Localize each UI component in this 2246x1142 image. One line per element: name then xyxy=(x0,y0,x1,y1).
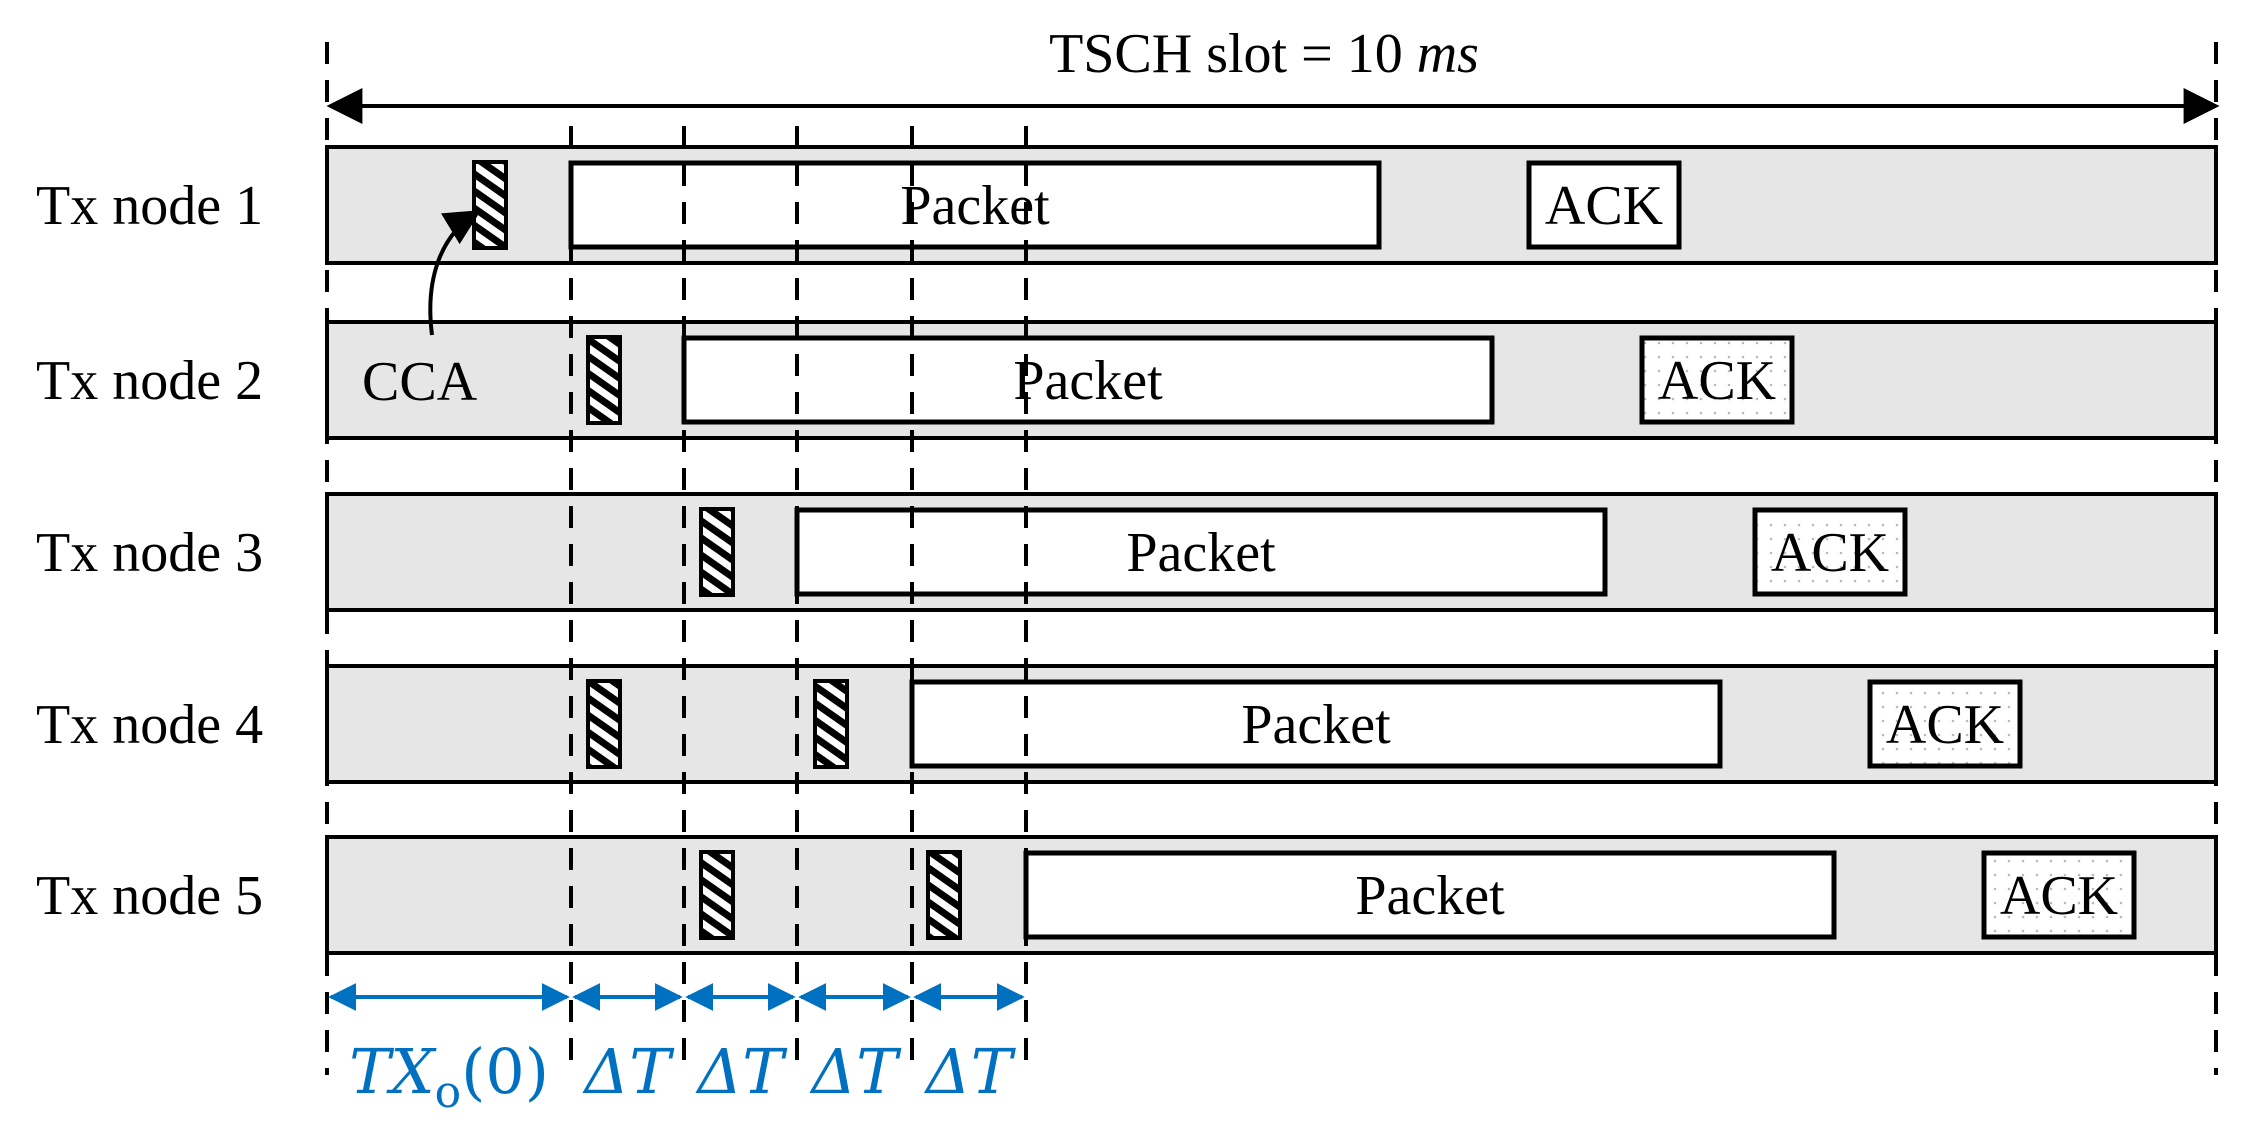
interval-5: ΔT xyxy=(913,983,1025,1108)
interval-3: ΔT xyxy=(685,983,796,1108)
cca-block xyxy=(586,679,622,769)
slot-title: TSCH slot = 10 ms xyxy=(1049,23,1479,85)
ack-box xyxy=(1867,679,2023,769)
slot-title-unit: ms xyxy=(1417,23,1479,85)
node-lane-3: Tx node 3 Packet ACK xyxy=(36,492,2218,612)
cca-block xyxy=(586,335,622,425)
interval-label: ΔT xyxy=(924,1035,1017,1108)
node-lane-4: Tx node 4 Packet ACK xyxy=(36,664,2218,784)
cca-block xyxy=(926,850,962,940)
ack-label: ACK xyxy=(2000,865,2118,927)
cca-annotation: CCA xyxy=(362,210,482,413)
ack-box xyxy=(1639,335,1795,425)
slot-span: TSCH slot = 10 ms xyxy=(326,23,2220,124)
packet-label: Packet xyxy=(1013,350,1163,412)
ack-label: ACK xyxy=(1771,522,1889,584)
ack-label: ACK xyxy=(1658,350,1776,412)
interval-1: TXo(0) xyxy=(328,983,570,1118)
packet-box xyxy=(681,335,1495,425)
interval-label: ΔT xyxy=(695,1035,788,1108)
packet-label: Packet xyxy=(1126,522,1276,584)
ack-box xyxy=(1526,160,1682,250)
ack-label: ACK xyxy=(1545,175,1663,237)
cca-block xyxy=(472,160,508,250)
node-label: Tx node 5 xyxy=(36,865,263,927)
node-label: Tx node 3 xyxy=(36,522,263,584)
packet-box xyxy=(909,679,1723,769)
cca-block xyxy=(699,507,735,597)
node-label: Tx node 4 xyxy=(36,694,263,756)
ack-box xyxy=(1981,850,2137,940)
interval-2: ΔT xyxy=(572,983,683,1108)
cca-block xyxy=(699,850,735,940)
packet-label: Packet xyxy=(1355,865,1505,927)
interval-4: ΔT xyxy=(798,983,911,1108)
node-label: Tx node 1 xyxy=(36,175,263,237)
node-lane-5: Tx node 5 Packet ACK xyxy=(36,835,2218,955)
interval-label: ΔT xyxy=(809,1035,902,1108)
interval-label: ΔT xyxy=(582,1035,675,1108)
slot-title-prefix: TSCH slot = 10 xyxy=(1049,23,1417,85)
cca-label: CCA xyxy=(362,351,478,413)
packet-label: Packet xyxy=(1241,694,1391,756)
ack-box xyxy=(1752,507,1908,597)
cca-pointer-arrow xyxy=(428,210,482,336)
node-lane-2: Tx node 2 Packet ACK xyxy=(36,320,2218,440)
node-label: Tx node 2 xyxy=(36,350,263,412)
time-markers xyxy=(325,42,2218,1075)
interval-annotations: TXo(0) ΔT ΔT ΔT ΔT xyxy=(328,983,1025,1118)
ack-label: ACK xyxy=(1886,694,2004,756)
cca-block xyxy=(813,679,849,769)
interval-label: TXo(0) xyxy=(349,1035,549,1118)
packet-box xyxy=(794,507,1608,597)
